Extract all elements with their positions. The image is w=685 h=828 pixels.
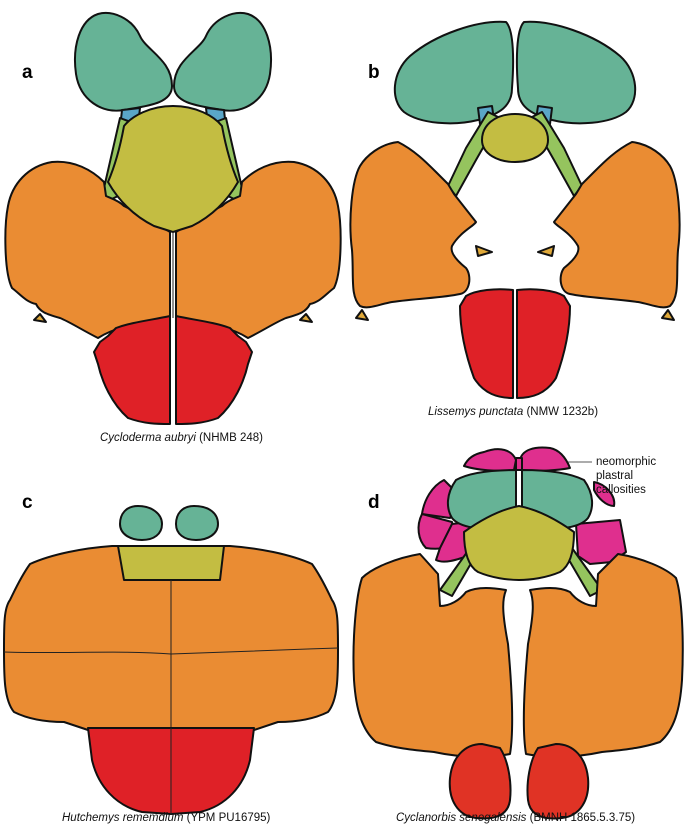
- xiphiplastron-b-right: [517, 289, 570, 398]
- caption-a: Cycloderma aubryi (NHMB 248): [100, 432, 263, 444]
- plastron-a: [5, 13, 340, 424]
- plastron-c: [4, 506, 338, 814]
- epiplastron-b-left: [395, 22, 513, 123]
- callosity-d-top-right: [520, 448, 570, 471]
- xiphiplastron-d-right: [527, 744, 588, 818]
- xiphiplastron-b-left: [460, 289, 513, 398]
- caption-b: Lissemys punctata (NMW 1232b): [428, 406, 598, 418]
- spike-b-2: [538, 246, 554, 256]
- spike-b-4: [662, 310, 674, 320]
- caption-b-specimen: (NMW 1232b): [526, 406, 598, 418]
- hyo-hypoplastron-d-right: [524, 554, 683, 757]
- entoplastron-b: [482, 114, 548, 162]
- spike-a-1: [34, 314, 46, 322]
- plastron-d: [353, 448, 682, 819]
- caption-d-specimen: (BMNH 1865.5.3.75): [530, 812, 635, 824]
- caption-a-species: Cycloderma aubryi: [100, 432, 196, 444]
- spike-b-3: [356, 310, 368, 320]
- epiplastron-a-right: [174, 13, 271, 111]
- spike-a-2: [300, 314, 312, 322]
- callosity-d-top-center: [516, 458, 522, 470]
- epiplastron-c-left: [120, 506, 162, 540]
- caption-a-specimen: (NHMB 248): [199, 432, 263, 444]
- entoplastron-c: [118, 546, 224, 580]
- xiphiplastron-d-left: [450, 744, 511, 818]
- callosity-annotation: neomorphic plastral callosities: [596, 455, 685, 497]
- epiplastron-a-left: [75, 13, 172, 111]
- hyo-hypoplastron-d-left: [353, 554, 512, 757]
- caption-b-species: Lissemys punctata: [428, 406, 523, 418]
- panel-letter-b: b: [368, 62, 380, 84]
- epiplastron-b-right: [517, 22, 635, 123]
- panel-letter-d: d: [368, 492, 380, 514]
- callosity-annotation-line2: callosities: [596, 483, 685, 497]
- panel-letter-a: a: [22, 62, 33, 84]
- caption-c-specimen: (YPM PU16795): [187, 812, 271, 824]
- caption-c: Hutchemys rememdium (YPM PU16795): [62, 812, 270, 824]
- caption-d: Cyclanorbis senegalensis (BMNH 1865.5.3.…: [396, 812, 635, 824]
- spike-b-1: [476, 246, 492, 256]
- caption-c-species: Hutchemys rememdium: [62, 812, 183, 824]
- callosity-d-top-left: [464, 449, 516, 471]
- epiplastron-c-right: [176, 506, 218, 540]
- caption-d-species: Cyclanorbis senegalensis: [396, 812, 526, 824]
- plastron-b: [350, 22, 679, 398]
- panel-letter-c: c: [22, 492, 33, 514]
- callosity-annotation-line1: neomorphic plastral: [596, 455, 685, 483]
